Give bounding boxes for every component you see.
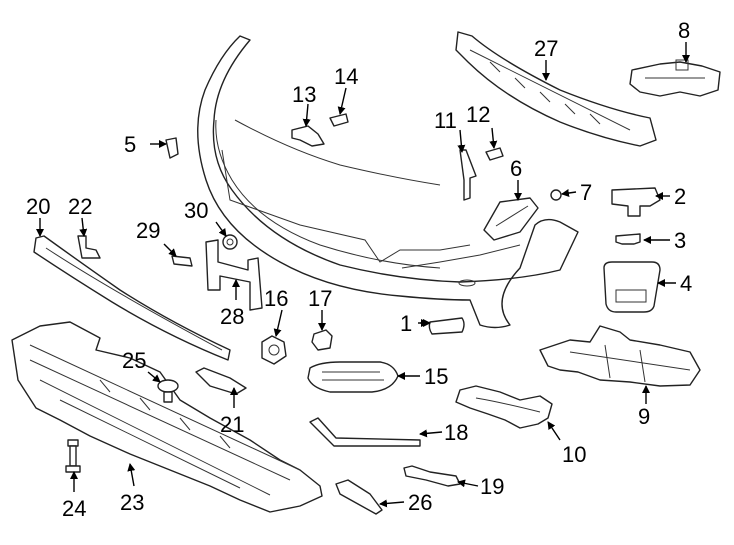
callout-14: 14 bbox=[334, 64, 358, 89]
part-5-emblem bbox=[165, 137, 179, 159]
leader-lines bbox=[36, 42, 690, 508]
callout-13: 13 bbox=[292, 82, 316, 107]
part-17-sensor bbox=[311, 329, 333, 351]
part-10-bracket bbox=[455, 385, 553, 429]
callout-9: 9 bbox=[638, 404, 650, 429]
part-11-bracket bbox=[459, 149, 477, 201]
callout-23: 23 bbox=[120, 490, 144, 515]
callout-17: 17 bbox=[308, 286, 332, 311]
callout-7: 7 bbox=[580, 180, 592, 205]
callout-25: 25 bbox=[122, 348, 146, 373]
callout-12: 12 bbox=[466, 102, 490, 127]
callout-16: 16 bbox=[264, 286, 288, 311]
part-3-clip bbox=[615, 233, 641, 245]
callout-18: 18 bbox=[444, 420, 468, 445]
part-30-nut bbox=[222, 234, 238, 250]
callout-22: 22 bbox=[68, 194, 92, 219]
part-9-bracket bbox=[539, 325, 701, 387]
part-2-clip bbox=[611, 187, 661, 217]
callout-1: 1 bbox=[400, 311, 412, 336]
part-14-bolt bbox=[329, 113, 349, 127]
callout-4: 4 bbox=[680, 271, 692, 296]
callout-2: 2 bbox=[674, 184, 686, 209]
part-18-trim bbox=[309, 417, 421, 447]
callout-3: 3 bbox=[674, 228, 686, 253]
part-22-clip bbox=[77, 235, 101, 259]
callout-10: 10 bbox=[562, 442, 586, 467]
callout-27: 27 bbox=[534, 36, 558, 61]
part-13-bracket bbox=[291, 125, 325, 147]
part-7-bolt bbox=[550, 189, 562, 201]
callout-8: 8 bbox=[678, 18, 690, 43]
part-25-push-clip bbox=[157, 379, 179, 403]
part-27-reinforcement bbox=[455, 31, 657, 147]
part-24-bolt bbox=[65, 439, 81, 473]
part-19-bracket bbox=[403, 465, 461, 487]
part-26-bracket bbox=[335, 479, 383, 515]
part-16-sensor-holder bbox=[261, 335, 287, 365]
part-29-bolt bbox=[171, 255, 193, 267]
part-23-undershield bbox=[11, 321, 323, 513]
callout-29: 29 bbox=[136, 218, 160, 243]
callout-15: 15 bbox=[424, 364, 448, 389]
part-1-cap bbox=[428, 317, 465, 335]
part-15-bezel bbox=[307, 361, 399, 393]
callout-19: 19 bbox=[480, 474, 504, 499]
part-6-bracket bbox=[483, 197, 539, 241]
callout-6: 6 bbox=[510, 156, 522, 181]
callout-20: 20 bbox=[26, 194, 50, 219]
part-8-bracket bbox=[629, 59, 721, 97]
callout-21: 21 bbox=[220, 412, 244, 437]
part-12-bolt bbox=[485, 147, 504, 161]
callout-30: 30 bbox=[184, 198, 208, 223]
callout-labels: 1 2 3 4 5 6 7 8 9 10 11 12 13 14 15 16 1… bbox=[26, 18, 692, 521]
part-20-grille-strip bbox=[33, 235, 231, 361]
callout-26: 26 bbox=[408, 490, 432, 515]
callout-5: 5 bbox=[124, 132, 136, 157]
bumper-cover bbox=[197, 35, 579, 329]
callout-11: 11 bbox=[434, 108, 457, 133]
callout-28: 28 bbox=[220, 304, 244, 329]
part-28-bracket bbox=[205, 239, 263, 311]
callout-24: 24 bbox=[62, 496, 86, 521]
part-4-cover bbox=[603, 261, 661, 313]
part-21-bracket bbox=[195, 367, 247, 395]
